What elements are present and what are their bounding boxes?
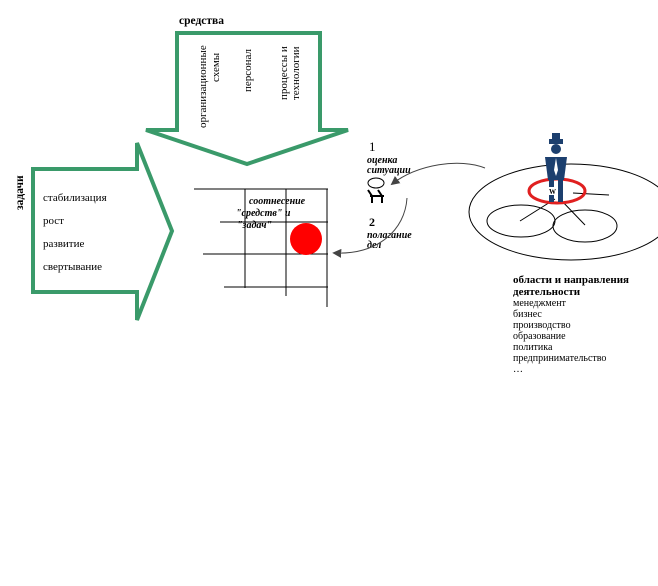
large-ellipse xyxy=(468,163,658,261)
resources-item-processes-line2: технологии xyxy=(290,46,302,100)
areas-item-business: бизнес xyxy=(513,309,542,320)
arrow-to-goal-setting xyxy=(332,197,408,258)
grid-label-line3: "задач" xyxy=(237,220,272,231)
resources-item-personnel: персонал xyxy=(242,48,254,92)
resources-item-processes-line1: процессы и xyxy=(278,46,290,100)
activity-areas-diagram xyxy=(468,163,658,261)
areas-item-politics: политика xyxy=(513,342,553,353)
tasks-arrow: задачи стабилизация рост развитие сверты… xyxy=(14,142,175,321)
areas-item-management: менеджмент xyxy=(513,298,567,309)
areas-item-entrepreneurship: предпринимательство xyxy=(513,353,606,364)
areas-title-line2: деятельности xyxy=(513,286,581,298)
person-badge-label: W xyxy=(549,188,556,196)
tasks-item-stabilization: стабилизация xyxy=(43,192,107,204)
person-badge xyxy=(547,187,558,195)
step-2-number: 2 xyxy=(369,215,375,229)
intersection-red-dot xyxy=(290,223,322,255)
grid-label-line2: "средств" и xyxy=(236,208,291,219)
step-1-line1: оценка xyxy=(367,155,397,166)
inner-ellipse-right xyxy=(552,209,618,243)
areas-item-ellipsis: … xyxy=(513,364,523,375)
tasks-arrow-shape xyxy=(31,142,175,321)
resources-arrow-shape xyxy=(145,31,349,167)
inner-ellipse-left xyxy=(486,204,556,238)
grid-label-line1: соотнесение xyxy=(249,196,306,207)
areas-item-education: образование xyxy=(513,331,566,342)
resources-arrow: средства организационные схемы персонал … xyxy=(145,15,349,167)
tasks-item-winding-down: свертывание xyxy=(43,261,102,273)
stick-figure-icon xyxy=(367,189,384,203)
step-1-number: 1 xyxy=(369,139,376,154)
tasks-item-growth: рост xyxy=(43,215,64,227)
resources-item-org-schemes-line1: организационные xyxy=(197,45,209,128)
areas-item-production: производство xyxy=(513,320,571,331)
step-1-line2: ситуации xyxy=(367,165,411,176)
connector-line xyxy=(572,192,610,196)
correlation-grid xyxy=(194,188,328,307)
tasks-title: задачи xyxy=(14,175,26,210)
tasks-item-development: развитие xyxy=(43,238,85,250)
step-1: 1 оценка ситуации xyxy=(367,139,411,176)
resources-item-org-schemes-line2: схемы xyxy=(210,52,222,82)
arrow-to-assessment xyxy=(390,162,486,186)
small-ellipse xyxy=(367,177,385,189)
areas-title-line1: области и направления xyxy=(513,274,629,286)
resources-title: средства xyxy=(179,15,224,27)
